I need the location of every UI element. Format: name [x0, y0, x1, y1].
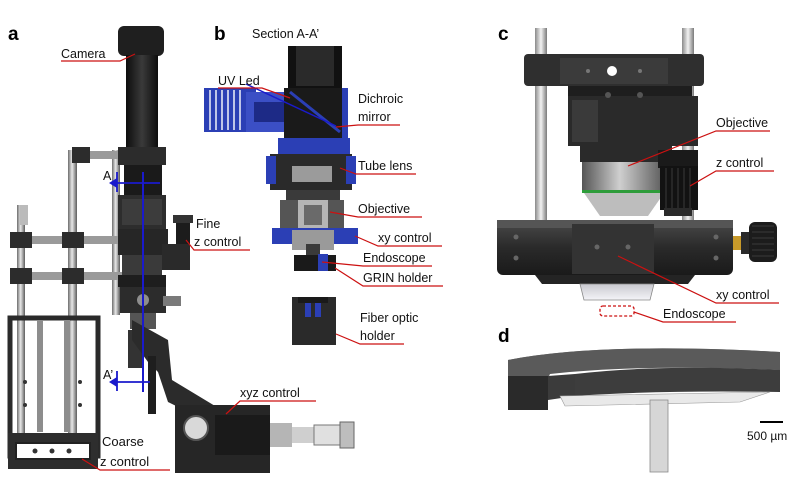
coarse-z-leader: [81, 458, 170, 471]
grin-holder-leader: [334, 267, 443, 287]
scale-bar-label: 500 µm: [747, 429, 787, 443]
xyz-knob: [183, 415, 209, 441]
fine-z-block: [162, 244, 190, 270]
uv-led-leader: [218, 87, 291, 99]
tube-lens-label: Tube lens: [358, 159, 412, 173]
objective-barrel: [582, 162, 666, 192]
section-a-prime-label: A’: [103, 368, 113, 382]
section-title: Section A-A’: [252, 27, 319, 41]
xy-control-label-c: xy control: [716, 288, 770, 302]
panel-d-letter: d: [498, 326, 510, 347]
dichroic-leader: [335, 124, 400, 128]
xy-control-leader-c: [617, 255, 779, 304]
z-control-label-c: z control: [716, 156, 763, 170]
camera-body: [118, 26, 164, 56]
tube-lens-mount: [278, 138, 350, 154]
rod: [17, 205, 25, 455]
objective-label-c: Objective: [716, 116, 768, 130]
panel-c: c: [497, 24, 779, 323]
grin-lens: [649, 399, 669, 473]
uv-led-label: UV Led: [218, 74, 260, 88]
endoscope-label-c: Endoscope: [663, 307, 726, 321]
objective-nose: [584, 193, 664, 216]
camera-tube: [126, 55, 158, 147]
bracket-arm: [132, 320, 225, 430]
section-line: [109, 172, 160, 392]
xyz-control-label: xyz control: [240, 386, 300, 400]
fiber-optic-holder: [292, 297, 336, 345]
fiber-holder-leader: [335, 333, 404, 345]
tube-lens-leader: [339, 167, 416, 175]
frame-bar: [64, 320, 70, 432]
holder-wall: [508, 376, 548, 410]
camera-leader: [61, 53, 136, 62]
panel-a-letter: a: [8, 24, 19, 45]
coarse-z-label-line2: z control: [100, 454, 149, 469]
objective-label: Objective: [358, 202, 410, 216]
glass-plate: [559, 391, 771, 407]
fine-z-leader: [185, 239, 250, 251]
endoscope-leader: [321, 261, 432, 267]
rod: [112, 150, 120, 315]
endoscope-marker: [599, 305, 635, 317]
z-control-leader-c: [689, 170, 774, 187]
fiber-holder-label-line2: holder: [360, 329, 395, 343]
panel-d: d 500 µm: [498, 326, 787, 473]
camera-label: Camera: [61, 47, 106, 61]
objective-leader: [329, 211, 422, 218]
fine-z-label-line1: Fine: [196, 217, 220, 231]
panel-c-letter: c: [498, 24, 509, 45]
objective-leader-c: [627, 130, 770, 167]
fine-z-label-line2: z control: [194, 235, 241, 249]
xy-control-label: xy control: [378, 231, 432, 245]
xy-control-leader: [354, 235, 442, 247]
xyz-leader: [225, 400, 316, 415]
endoscope-leader-c: [633, 311, 736, 323]
cage-plate: [118, 147, 166, 165]
panel-b: b Section A-A’: [204, 24, 443, 345]
rod: [68, 150, 77, 455]
uv-led-heatsink: [204, 88, 288, 132]
dichroic-label-line2: mirror: [358, 110, 391, 124]
coarse-z-label-line1: Coarse: [102, 434, 144, 449]
panel-b-letter: b: [214, 24, 226, 45]
dichroic-label-line1: Dichroic: [358, 92, 403, 106]
frame-bar: [37, 320, 43, 432]
endoscope-label: Endoscope: [363, 251, 426, 265]
grin-holder-label: GRIN holder: [363, 271, 432, 285]
fiber-holder-label-line1: Fiber optic: [360, 311, 418, 325]
fine-z-knob: [176, 218, 190, 244]
panel-a: a: [7, 24, 355, 473]
endoscope-holder: [579, 283, 655, 301]
section-a-label: A: [103, 169, 112, 183]
